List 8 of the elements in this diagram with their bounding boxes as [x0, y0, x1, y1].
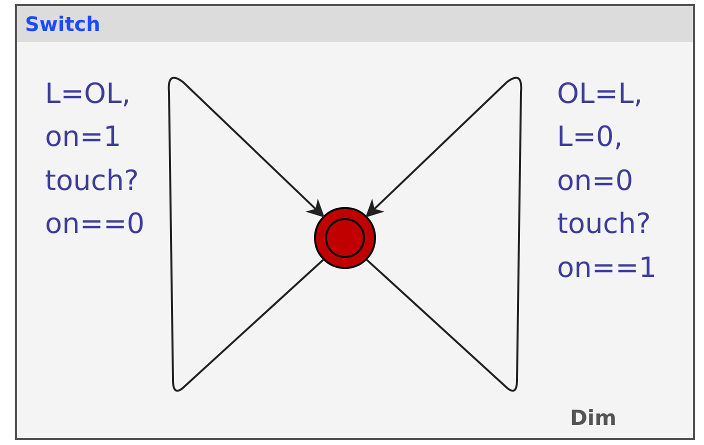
edge-label: OL=L, L=0, on=0 touch? on==1	[557, 76, 658, 286]
self-loop-arrow	[365, 76, 522, 392]
template-panel	[15, 4, 695, 440]
edge-label: L=OL, on=1 touch? on==0	[45, 76, 146, 242]
template-title: Switch	[25, 12, 100, 36]
self-loop-arrow	[168, 76, 325, 392]
location-name: Dim	[570, 406, 617, 430]
initial-location-circle	[313, 206, 377, 270]
